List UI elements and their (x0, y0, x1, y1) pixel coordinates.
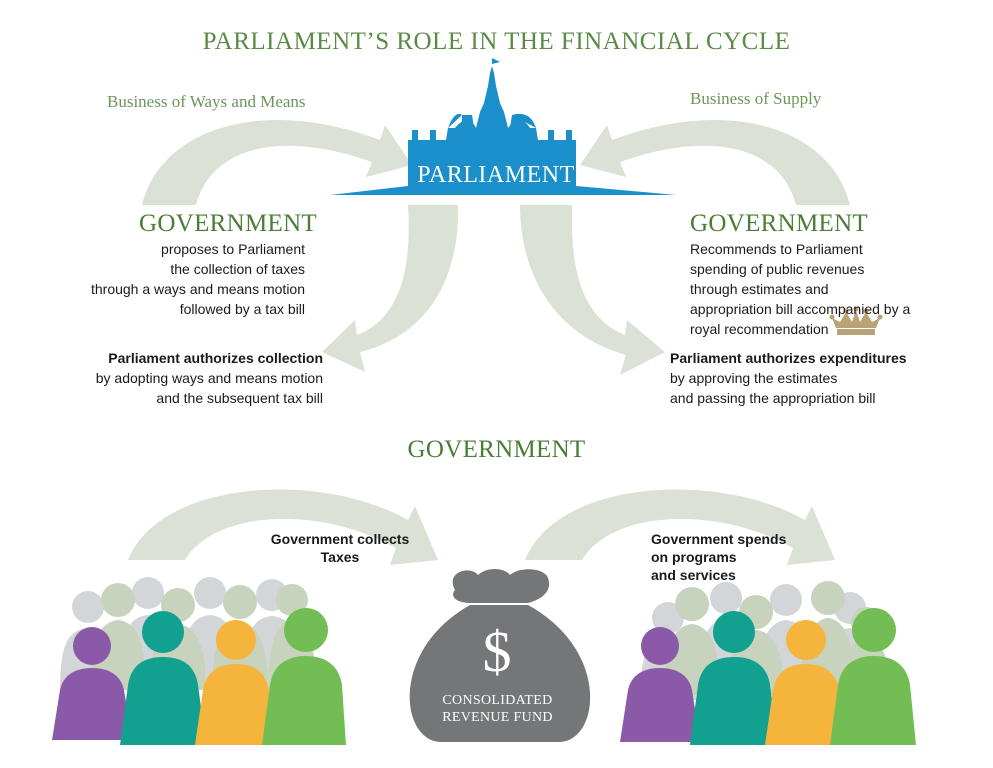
fund-line: CONSOLIDATED (442, 693, 553, 708)
person-orange-left (195, 620, 277, 745)
left-government-heading: GOVERNMENT (139, 210, 317, 237)
person-purple-right (620, 627, 700, 742)
spends-label: Government spends on programs and servic… (651, 530, 851, 584)
spends-line: on programs (651, 549, 737, 565)
left-authorizes-line: and the subsequent tax bill (156, 390, 323, 406)
person-green-right (830, 608, 916, 745)
right-government-description: Recommends to Parliament spending of pub… (690, 239, 970, 339)
person-teal-right (690, 611, 778, 745)
left-government-line: followed by a tax bill (179, 301, 305, 317)
right-authorizes-title: Parliament authorizes expenditures (670, 350, 907, 366)
collects-line: Taxes (320, 549, 360, 565)
spends-line: and services (651, 567, 736, 583)
ways-means-arrow (142, 120, 412, 205)
collects-line: Government collects (270, 531, 410, 547)
spends-arrow (525, 489, 835, 565)
left-authorizes-block: Parliament authorizes collection by adop… (23, 348, 323, 408)
person-purple-left (52, 627, 132, 740)
right-government-line: royal recommendation (690, 321, 829, 337)
page-title: PARLIAMENT’S ROLE IN THE FINANCIAL CYCLE (202, 28, 791, 55)
collects-label: Government collects Taxes (240, 530, 440, 566)
left-authorizes-title: Parliament authorizes collection (108, 350, 323, 366)
person-orange-right (765, 620, 847, 745)
consolidated-revenue-fund-label: CONSOLIDATED REVENUE FUND (425, 692, 570, 726)
parliament-label: PARLIAMENT (417, 162, 575, 188)
right-authorizes-line: by approving the estimates (670, 370, 838, 386)
spends-line: Government spends (651, 531, 787, 547)
ways-means-label: Business of Ways and Means (107, 92, 306, 111)
parliament-building-icon (330, 58, 676, 195)
supply-arrow (580, 120, 850, 205)
collects-arrow (128, 489, 438, 565)
right-government-heading: GOVERNMENT (690, 210, 868, 237)
authorize-expenditure-arrow (520, 205, 665, 375)
left-government-line: proposes to Parliament (161, 241, 305, 257)
right-government-line: Recommends to Parliament (690, 241, 863, 257)
flow-arrows (128, 120, 850, 565)
dollar-sign: $ (482, 619, 512, 684)
right-authorizes-line: and passing the appropriation bill (670, 390, 876, 406)
left-authorizes-line: by adopting ways and means motion (95, 370, 323, 386)
crown-icon (829, 306, 883, 335)
left-government-description: proposes to Parliament the collection of… (45, 239, 305, 319)
right-government-line: spending of public revenues (690, 261, 865, 277)
right-government-line: appropriation bill accompanied by a (690, 301, 911, 317)
people-group-left (52, 577, 346, 745)
authorize-collection-arrow (322, 205, 459, 372)
left-government-line: the collection of taxes (170, 261, 305, 277)
person-green-left (262, 608, 346, 745)
fund-line: REVENUE FUND (442, 710, 553, 725)
person-teal-left (120, 611, 206, 745)
right-authorizes-block: Parliament authorizes expenditures by ap… (670, 348, 980, 408)
right-government-line: through estimates and (690, 281, 829, 297)
left-government-line: through a ways and means motion (90, 281, 305, 297)
people-group-right (620, 581, 916, 745)
supply-label: Business of Supply (690, 89, 822, 108)
money-bag-icon (409, 568, 591, 742)
government-center-heading: GOVERNMENT (407, 436, 586, 463)
